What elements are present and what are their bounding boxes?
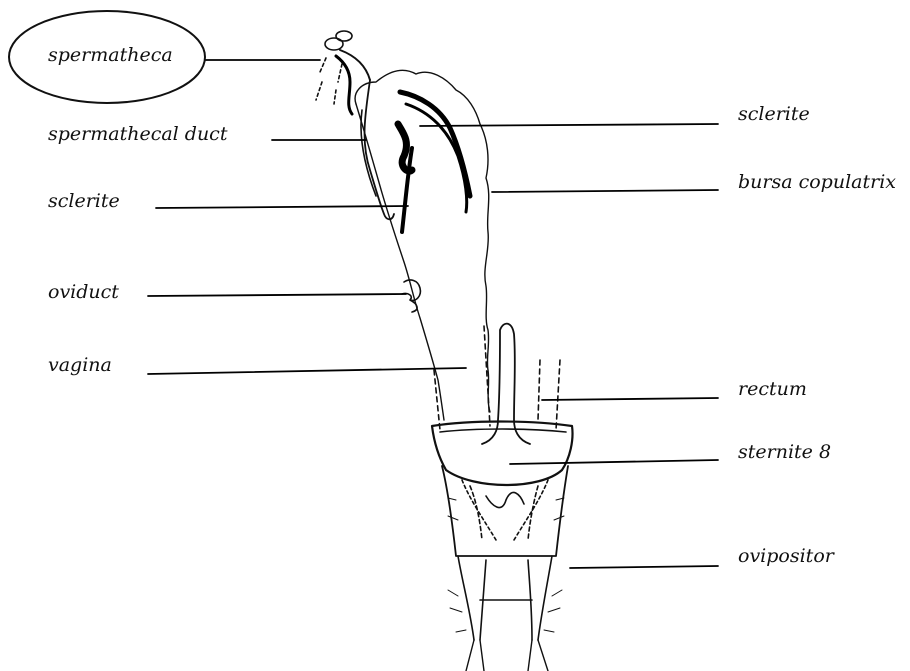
rectum-shape [538, 360, 560, 430]
sternite-8-plate-inner [440, 429, 566, 432]
vagina-wall-left [434, 370, 440, 430]
leader-lines [148, 60, 718, 568]
spermatheca-shape [316, 31, 370, 114]
leader-bursa-copulatrix [492, 190, 718, 192]
label-ovipositor: ovipositor [738, 547, 834, 566]
label-vagina: vagina [48, 356, 112, 375]
leader-rectum [542, 398, 718, 400]
ovipositor-shape [442, 466, 568, 671]
leader-sclerite-left [156, 206, 408, 208]
label-sclerite-left: sclerite [48, 192, 120, 211]
sclerite-markings [398, 92, 470, 232]
label-sternite-8: sternite 8 [738, 443, 831, 462]
bursa-copulatrix-left-wall [356, 104, 444, 420]
leader-sternite-8 [510, 460, 718, 464]
leader-oviduct [148, 294, 406, 296]
label-sclerite-right: sclerite [738, 105, 810, 124]
leader-vagina [148, 368, 466, 374]
label-bursa-copulatrix: bursa copulatrix [738, 173, 896, 192]
leader-ovipositor [570, 566, 718, 568]
label-spermatheca: spermatheca [48, 46, 173, 65]
label-spermathecal-duct: spermathecal duct [48, 125, 227, 144]
label-oviduct: oviduct [48, 283, 119, 302]
leader-sclerite-right [420, 124, 718, 126]
label-rectum: rectum [738, 380, 807, 399]
bursa-copulatrix-outline [355, 70, 490, 412]
